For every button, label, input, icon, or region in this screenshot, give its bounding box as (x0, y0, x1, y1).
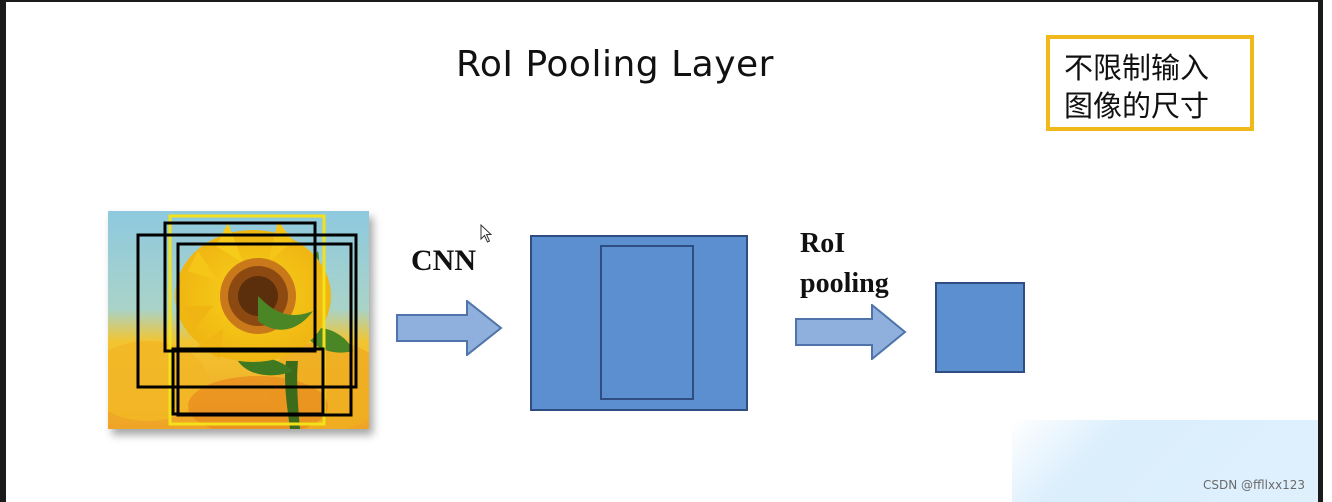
slide-frame-top (0, 0, 1323, 2)
right-arrow-icon (396, 300, 503, 356)
note-line-1: 不限制输入 (1064, 51, 1210, 85)
right-arrow-icon (795, 304, 907, 360)
input-image-sunflower (108, 211, 369, 429)
screen-glare (1012, 420, 1318, 502)
slide-frame-left (0, 0, 6, 502)
slide-frame-right (1318, 0, 1323, 502)
roi-pooling-label-line1: RoI (800, 228, 846, 259)
mouse-pointer-icon (480, 224, 493, 243)
slide-title: RoI Pooling Layer (456, 44, 774, 85)
note-box: 不限制输入 图像的尺寸 (1046, 35, 1254, 131)
roi-pooling-label-line2: pooling (800, 268, 889, 299)
cnn-label: CNN (411, 244, 476, 277)
watermark: CSDN @ffllxx123 (1203, 478, 1306, 492)
note-line-2: 图像的尺寸 (1064, 89, 1210, 123)
roi-projection-box (600, 245, 694, 400)
feature-map (530, 235, 748, 411)
pooled-feature-map (935, 282, 1025, 373)
